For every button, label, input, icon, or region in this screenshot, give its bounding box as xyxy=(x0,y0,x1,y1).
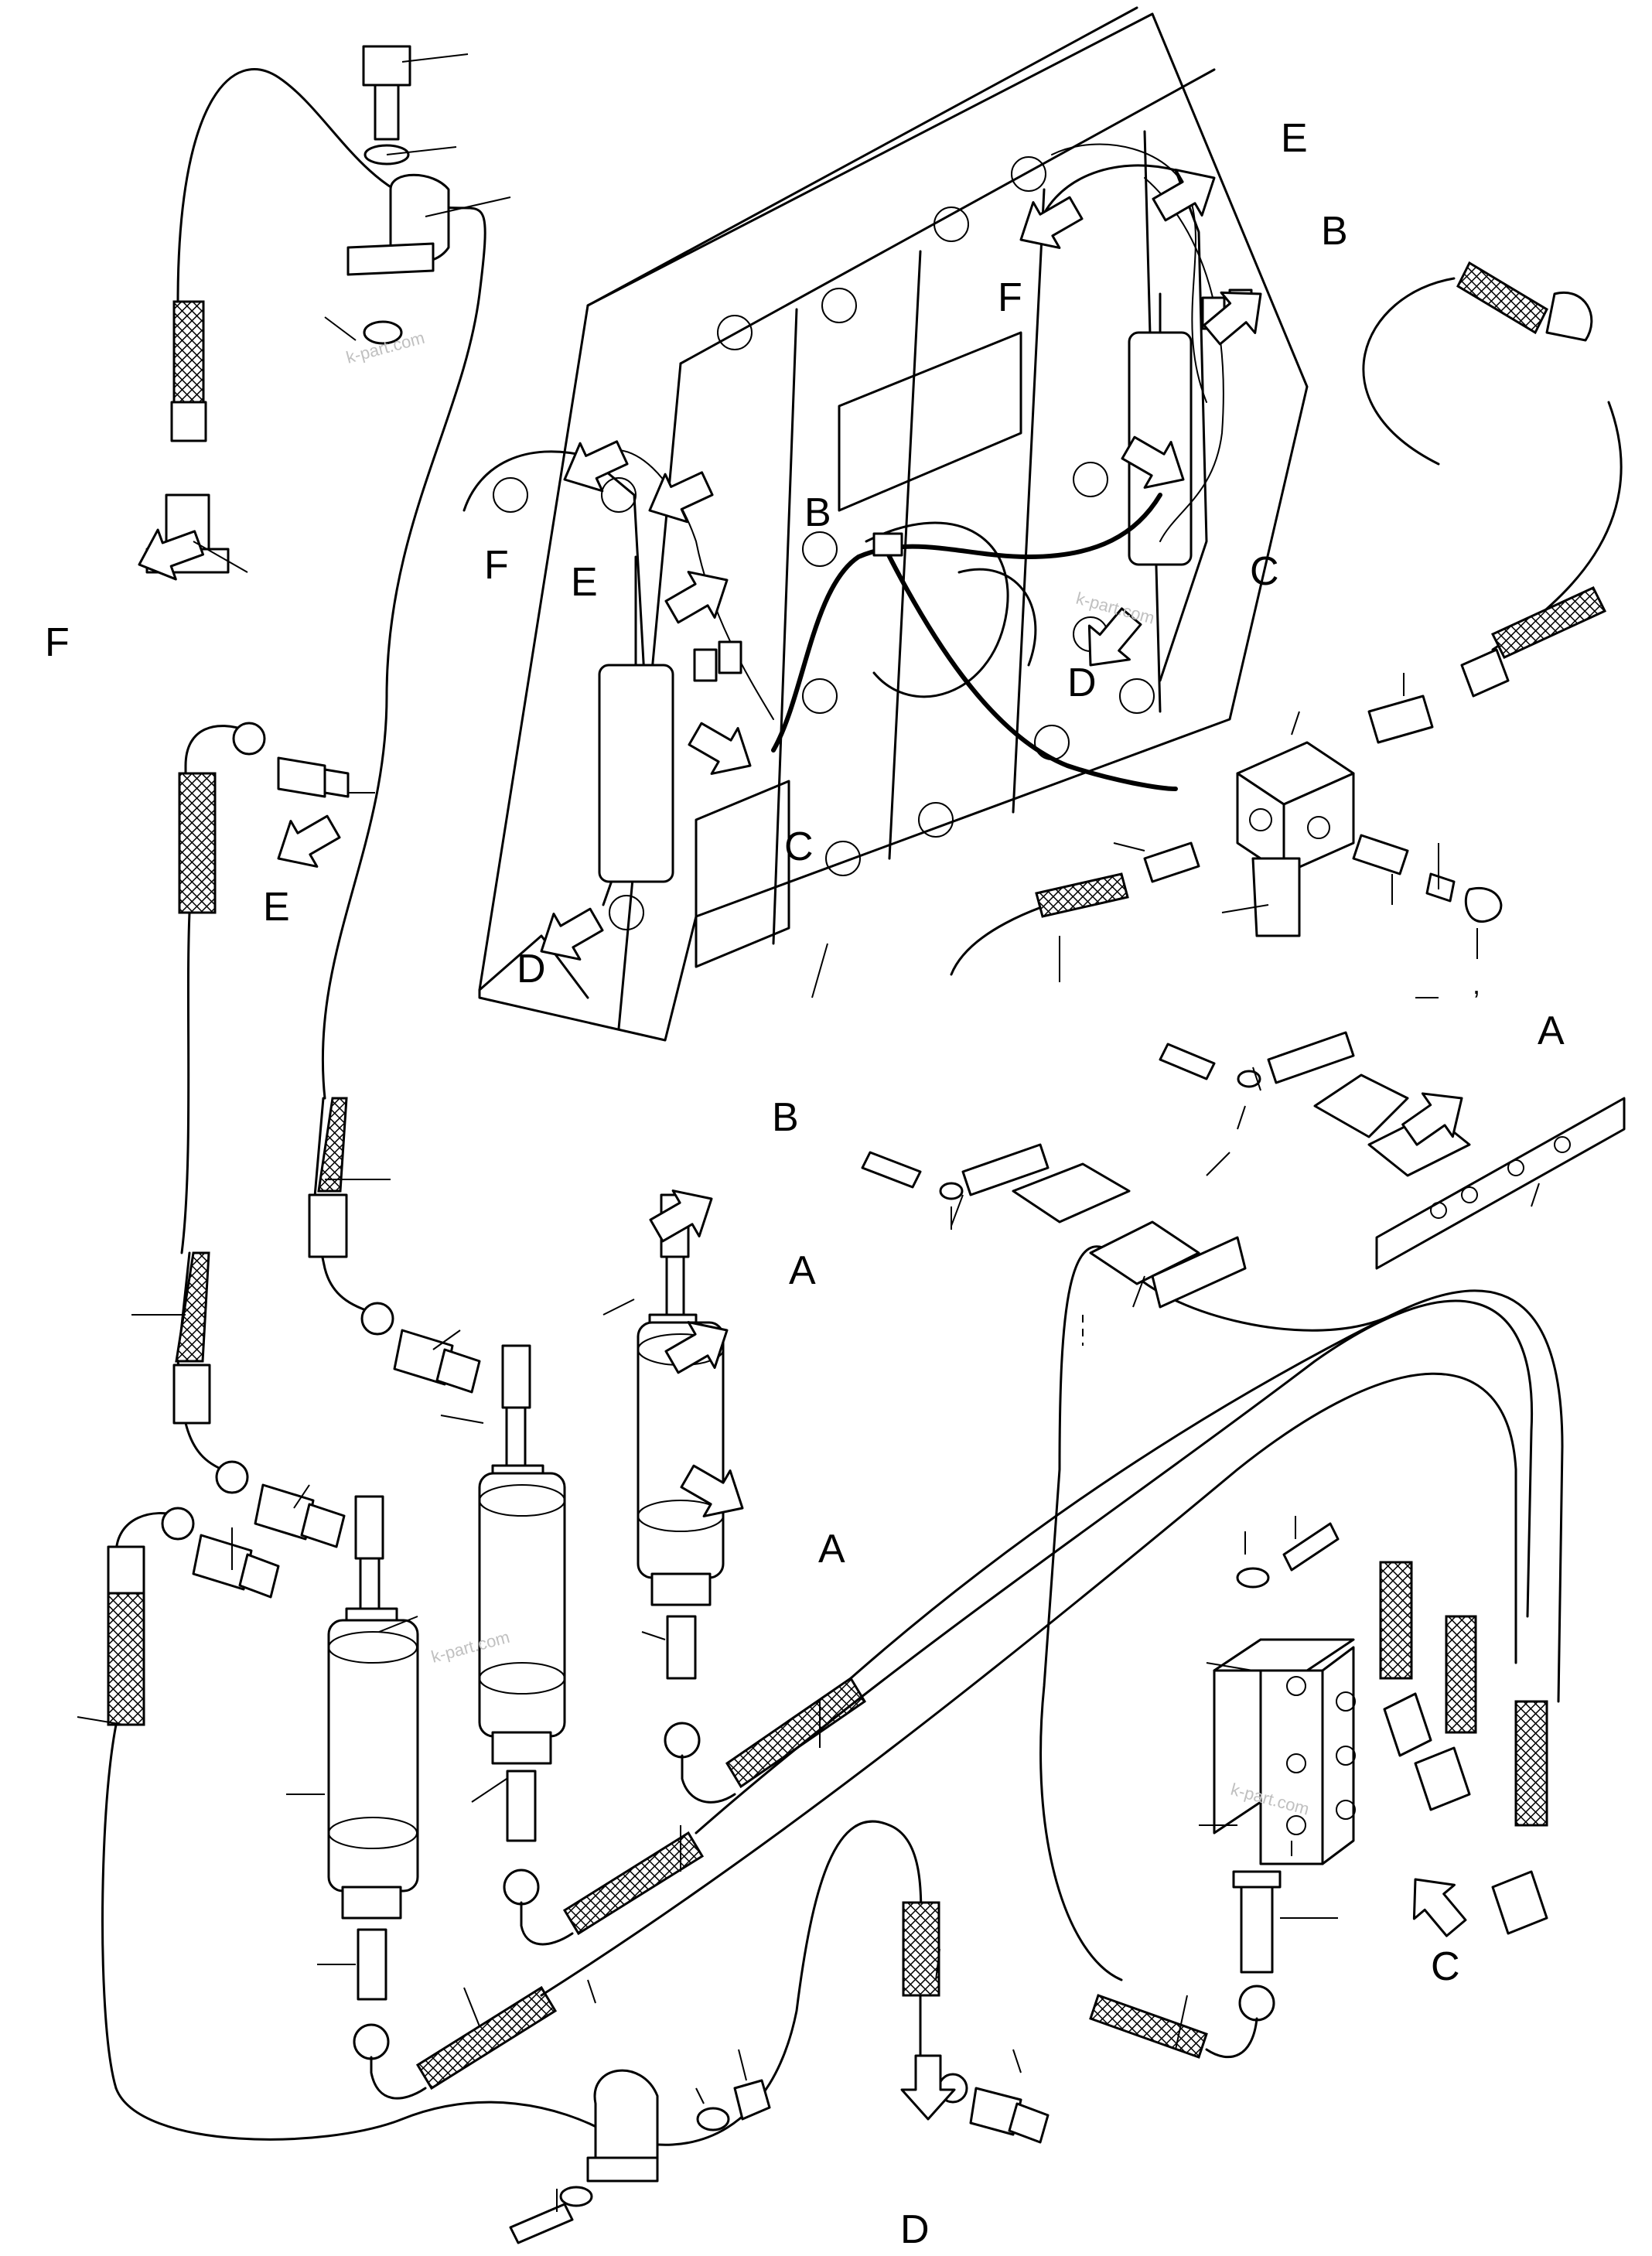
hose-fitting-e-left xyxy=(178,722,350,914)
valve-block-right xyxy=(1089,1522,1548,2059)
bolt-clamp-assembly-top xyxy=(346,45,450,345)
hose-left-elbow-low xyxy=(107,1507,280,1726)
hose-upper-mid xyxy=(308,1097,481,1394)
cylinder-right xyxy=(637,1193,867,1804)
arrow-b-frame-left xyxy=(657,556,742,636)
callout-b-frame-right: B xyxy=(1321,209,1348,254)
arrow-e-left xyxy=(264,803,348,882)
callout-a-cylinder-top: A xyxy=(789,1248,816,1293)
hose-line-left-top xyxy=(145,68,486,1100)
callout-b-frame-left: B xyxy=(804,490,831,535)
ripper-frame xyxy=(462,6,1309,1042)
callout-labels: F E F E B C D F E B C D A B A A C D xyxy=(45,116,1565,2252)
hose-right-top xyxy=(1362,261,1623,744)
arrow-e-frame-left xyxy=(637,459,720,536)
callout-d-frame-left: D xyxy=(517,947,546,991)
cylinder-middle xyxy=(478,1344,705,1946)
clamp-exploded-lower xyxy=(861,1143,1247,1346)
stray-mark: , xyxy=(1473,968,1480,1000)
leader-lines xyxy=(77,53,1540,2212)
hose-long-crossing xyxy=(540,1245,1564,1997)
hose-left-mid xyxy=(172,1251,346,1548)
callout-e-frame-right: E xyxy=(1281,116,1308,161)
callout-a-upper-right: A xyxy=(1538,1009,1565,1053)
callout-e-frame-left: E xyxy=(571,560,598,605)
callout-e-left: E xyxy=(263,885,290,930)
callout-f-frame-right: F xyxy=(998,275,1022,320)
callout-c-frame-left: C xyxy=(784,824,814,869)
cylinder-left xyxy=(327,1495,558,2100)
callout-d-bottom: D xyxy=(900,2207,930,2252)
callout-f-frame-left: F xyxy=(484,543,509,588)
callout-d-frame-right: D xyxy=(1067,660,1097,705)
callout-c-block: C xyxy=(1431,1944,1460,1989)
callout-b-cylinder: B xyxy=(772,1095,799,1140)
callout-f-left: F xyxy=(45,620,70,665)
clamp-exploded-upper xyxy=(1159,1031,1626,1270)
arrow-c-block xyxy=(1394,1861,1478,1947)
tee-block-right xyxy=(950,741,1503,976)
callout-a-cylinder-bottom: A xyxy=(818,1527,845,1572)
clamp-assembly-bottom xyxy=(509,2069,771,2244)
arrow-c-frame-left xyxy=(681,710,765,790)
callout-c-frame-right: C xyxy=(1250,549,1279,594)
arrow-f-frame-right xyxy=(1006,184,1091,264)
